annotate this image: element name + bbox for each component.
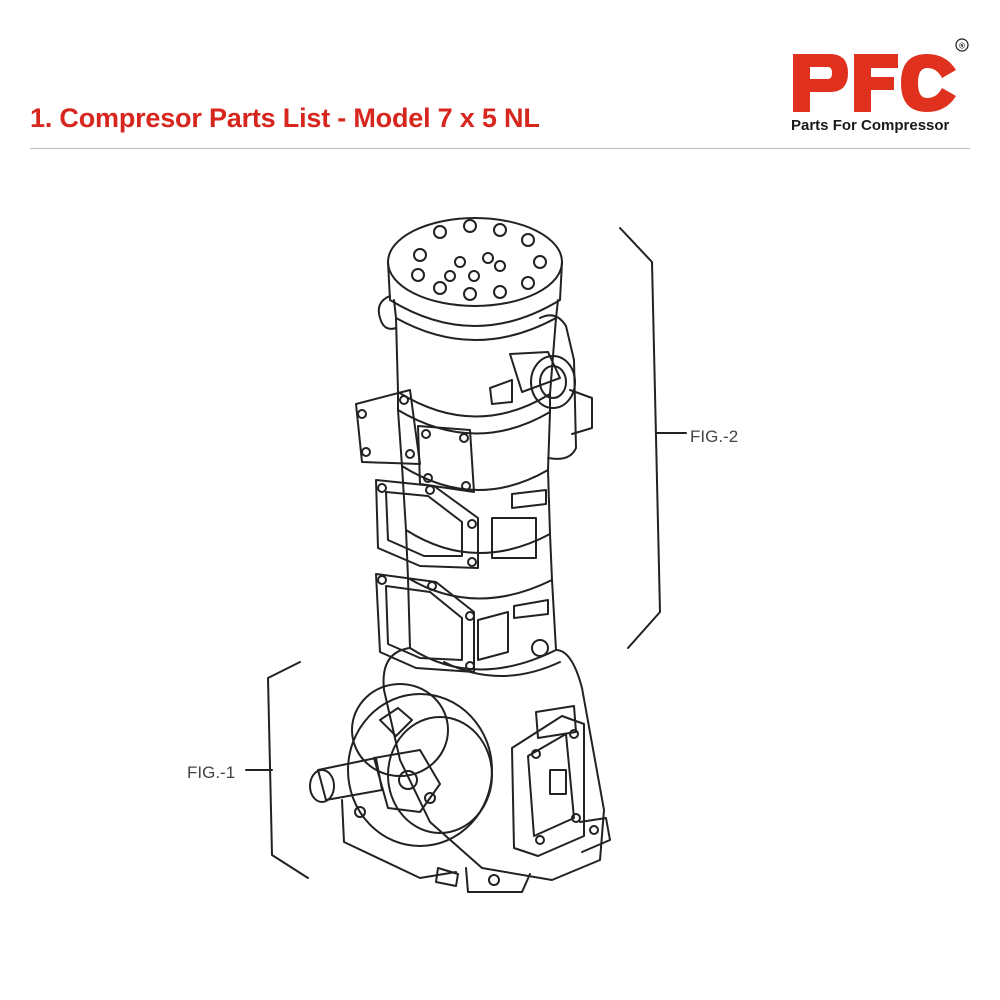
fig-1-label: FIG.-1	[187, 763, 236, 782]
pfc-logo: ®	[793, 38, 969, 112]
upper-cylinder	[395, 317, 557, 435]
cooling-pipe	[539, 314, 577, 460]
head-side-knob	[377, 295, 397, 330]
registered-mark: ®	[959, 42, 965, 51]
flywheel-housing	[347, 693, 493, 847]
head-bolts	[411, 219, 547, 301]
fig-2-label: FIG.-2	[690, 427, 739, 446]
logo-letter-p	[793, 54, 848, 112]
drain-plug	[435, 867, 459, 887]
head-cover	[387, 217, 563, 341]
base-plate	[341, 799, 611, 893]
side-inspection-cover	[511, 705, 585, 857]
valve-cap-upper	[355, 389, 421, 465]
crosshead-section-1	[375, 409, 551, 569]
page-title: 1. Compresor Parts List - Model 7 x 5 NL	[30, 103, 540, 133]
fig-2-bracket	[619, 227, 661, 649]
logo-letter-c	[901, 54, 956, 112]
fig-1-bracket	[267, 661, 309, 879]
logo-tagline: Parts For Compressor	[791, 117, 950, 134]
header-divider	[30, 148, 970, 149]
logo-letter-f	[854, 54, 898, 112]
valve-cap-front	[417, 425, 475, 493]
oil-pump	[309, 749, 441, 813]
discharge-elbow	[489, 351, 593, 435]
